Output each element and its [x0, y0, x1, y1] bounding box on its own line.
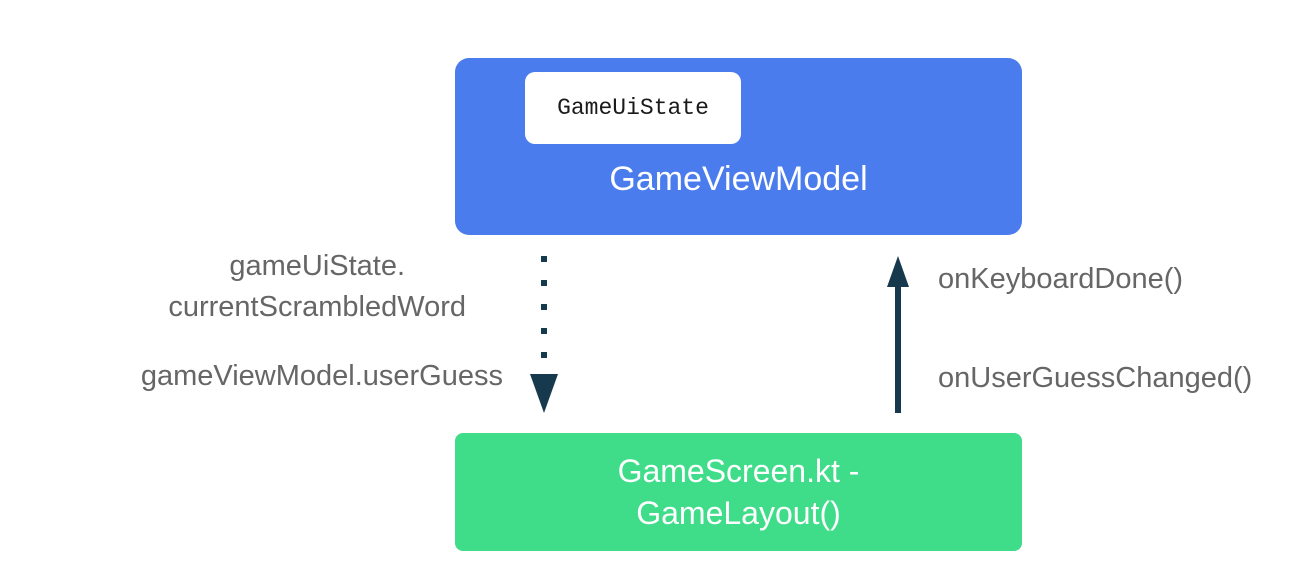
gameviewmodel-box: GameUiState GameViewModel	[455, 58, 1022, 235]
onuserguesschanged-label: onUserGuessChanged()	[938, 362, 1253, 394]
scrambled-word-property-line2: currentScrambledWord	[168, 291, 466, 323]
gameuistate-label: GameUiState	[557, 95, 709, 121]
state-flow-down-arrow	[530, 256, 558, 413]
gamescreen-box: GameScreen.kt - GameLayout()	[455, 433, 1022, 551]
gameviewmodel-title: GameViewModel	[609, 160, 868, 198]
scrambled-word-property-line1: gameUiState.	[229, 250, 406, 282]
up-arrowhead-icon	[887, 256, 909, 287]
gameuistate-chip: GameUiState	[525, 72, 741, 144]
gamescreen-title-line2: GameLayout()	[636, 495, 841, 531]
gamescreen-title-line1: GameScreen.kt -	[617, 453, 860, 489]
scrambled-word-property-label: gameUiState. currentScrambledWord	[168, 246, 466, 328]
user-guess-property-label: gameViewModel.userGuess	[140, 360, 503, 392]
down-arrowhead-icon	[530, 374, 558, 413]
event-flow-up-arrow	[887, 256, 909, 413]
onkeyboarddone-label: onKeyboardDone()	[938, 263, 1184, 295]
